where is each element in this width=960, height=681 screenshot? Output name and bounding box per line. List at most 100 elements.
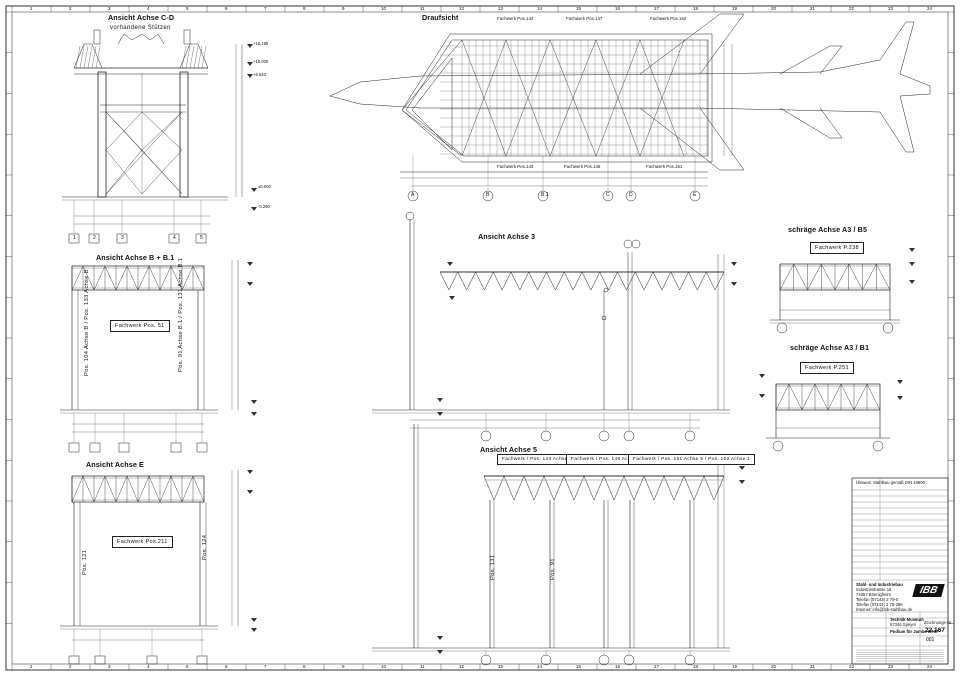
side-axis-3: 3: [121, 235, 124, 241]
company-logo: IBB: [912, 584, 945, 597]
drawing-index: 001: [926, 637, 935, 643]
axis-label-b1: B.1: [541, 192, 549, 198]
grid-number-bottom-2: 2: [69, 664, 72, 669]
grid-number-bottom-19: 19: [732, 664, 738, 669]
grid-number-9: 9: [342, 6, 345, 11]
grid-number-3: 3: [108, 6, 111, 11]
grid-number-22: 22: [849, 6, 855, 11]
grid-number-20: 20: [771, 6, 777, 11]
grid-number-bottom-24: 24: [927, 664, 933, 669]
grid-number-bottom-13: 13: [498, 664, 504, 669]
grid-number-2: 2: [69, 6, 72, 11]
level-2: +10.000: [253, 59, 269, 64]
column-label-bb1-right: Pos. 91 Achse B.1 / Pos. 131 Achse B.1: [178, 257, 184, 372]
grid-number-bottom-14: 14: [537, 664, 543, 669]
view-title-a3: Ansicht Achse 3: [478, 232, 536, 241]
grid-number-bottom-3: 3: [108, 664, 111, 669]
grid-number-bottom-10: 10: [381, 664, 387, 669]
company-line-1: Industriestrasse 16: [856, 587, 892, 592]
grid-number-bottom-15: 15: [576, 664, 582, 669]
axis-label-d: D: [629, 192, 633, 198]
top-label-0: Fachwerk Pos.144: [497, 16, 534, 21]
top-label-3: Fachwerk Pos.143: [497, 164, 534, 169]
project-line-1: 67346 Speyer: [890, 622, 917, 627]
grid-number-bottom-20: 20: [771, 664, 777, 669]
axis-label-e: E: [693, 192, 697, 198]
title-block-notes: Hinweis: Stahlbau gemäß DIN 18800: [856, 480, 925, 485]
grid-number-15: 15: [576, 6, 582, 11]
grid-number-bottom-18: 18: [693, 664, 699, 669]
grid-number-bottom-4: 4: [147, 664, 150, 669]
axis-label-c: C: [606, 192, 610, 198]
grid-number-19: 19: [732, 6, 738, 11]
grid-number-bottom-22: 22: [849, 664, 855, 669]
grid-number-bottom-6: 6: [225, 664, 228, 669]
company-line-4: Telefax (07143) 2 79-296: [856, 602, 903, 607]
grid-number-21: 21: [810, 6, 816, 11]
level-zero: ±0.000: [258, 184, 271, 189]
truss-label-a5-3: Fachwerk / Pos. 161 Achse 5 / Pos. 162 A…: [628, 454, 756, 465]
level-top: +16.190: [253, 41, 269, 46]
grid-number-10: 10: [381, 6, 387, 11]
grid-number-5: 5: [186, 6, 189, 11]
grid-number-bottom-1: 1: [30, 664, 33, 669]
grid-number-18: 18: [693, 6, 699, 11]
axis-label-b: B: [486, 192, 490, 198]
grid-number-7: 7: [264, 6, 267, 11]
column-label-a5-1: Pos. 131: [490, 554, 496, 580]
drawing-number: 22.167: [925, 627, 945, 634]
side-axis-1: 1: [73, 235, 76, 241]
grid-number-bottom-9: 9: [342, 664, 345, 669]
column-label-bb1-left: Pos. 104 Achse B / Pos. 133 Achse B: [84, 269, 90, 376]
view-title-sa3b1: schräge Achse A3 / B1: [790, 343, 870, 352]
company-line-3: Telefon (07143) 2 79-0: [856, 597, 899, 602]
view-title-e: Ansicht Achse E: [86, 460, 144, 469]
grid-number-1: 1: [30, 6, 33, 11]
grid-number-6: 6: [225, 6, 228, 11]
grid-number-16: 16: [615, 6, 621, 11]
level-bottom: -0.260: [258, 204, 270, 209]
grid-number-14: 14: [537, 6, 543, 11]
top-label-2: Fachwerk Pos.162: [650, 16, 687, 21]
axis-label-a: A: [411, 192, 415, 198]
grid-number-bottom-17: 17: [654, 664, 660, 669]
grid-number-bottom-5: 5: [186, 664, 189, 669]
view-title-a5: Ansicht Achse 5: [480, 445, 538, 454]
grid-number-4: 4: [147, 6, 150, 11]
content-line-0: Podium für Jumbo B747: [890, 629, 939, 634]
level-3: +6.640: [253, 72, 266, 77]
grid-number-23: 23: [888, 6, 894, 11]
grid-number-bottom-11: 11: [420, 664, 425, 669]
view-subtitle-cd: vorhandene Stützen: [110, 25, 171, 31]
grid-number-12: 12: [459, 6, 465, 11]
top-label-4: Fachwerk Pos.146: [564, 164, 601, 169]
side-axis-4: 4: [173, 235, 176, 241]
grid-number-bottom-12: 12: [459, 664, 465, 669]
side-axis-2: 2: [93, 235, 96, 241]
view-title-top: Draufsicht: [422, 13, 459, 22]
column-label-e-left: Pos. 121: [82, 549, 88, 575]
grid-number-bottom-8: 8: [303, 664, 306, 669]
column-label-e-right: Pos. 124: [202, 534, 208, 560]
truss-label-sa3b1: Fachwerk P.251: [800, 362, 854, 374]
grid-number-17: 17: [654, 6, 660, 11]
grid-number-13: 13: [498, 6, 504, 11]
top-label-1: Fachwerk Pos.147: [566, 16, 603, 21]
view-title-cd: Ansicht Achse C-D: [108, 13, 175, 22]
truss-label-bb1: Fachwerk Pos. 51: [110, 320, 170, 332]
grid-number-bottom-16: 16: [615, 664, 621, 669]
view-title-bb1: Ansicht Achse B + B.1: [96, 253, 175, 262]
grid-number-bottom-7: 7: [264, 664, 267, 669]
company-line-5: Internet: info@ibb-stahlbau.de: [856, 607, 913, 612]
grid-number-8: 8: [303, 6, 306, 11]
truss-label-sa3b5: Fachwerk P.238: [810, 242, 864, 254]
side-axis-5: 5: [200, 235, 203, 241]
grid-number-11: 11: [420, 6, 425, 11]
truss-label-e: Fachwerk Pos.211: [112, 536, 173, 548]
grid-number-bottom-21: 21: [810, 664, 816, 669]
top-label-5: Fachwerk Pos.161: [646, 164, 683, 169]
view-title-sa3b5: schräge Achse A3 / B5: [788, 225, 868, 234]
drawing-no-label: Zeichnungs-Nr.: [924, 620, 953, 625]
grid-number-bottom-23: 23: [888, 664, 894, 669]
